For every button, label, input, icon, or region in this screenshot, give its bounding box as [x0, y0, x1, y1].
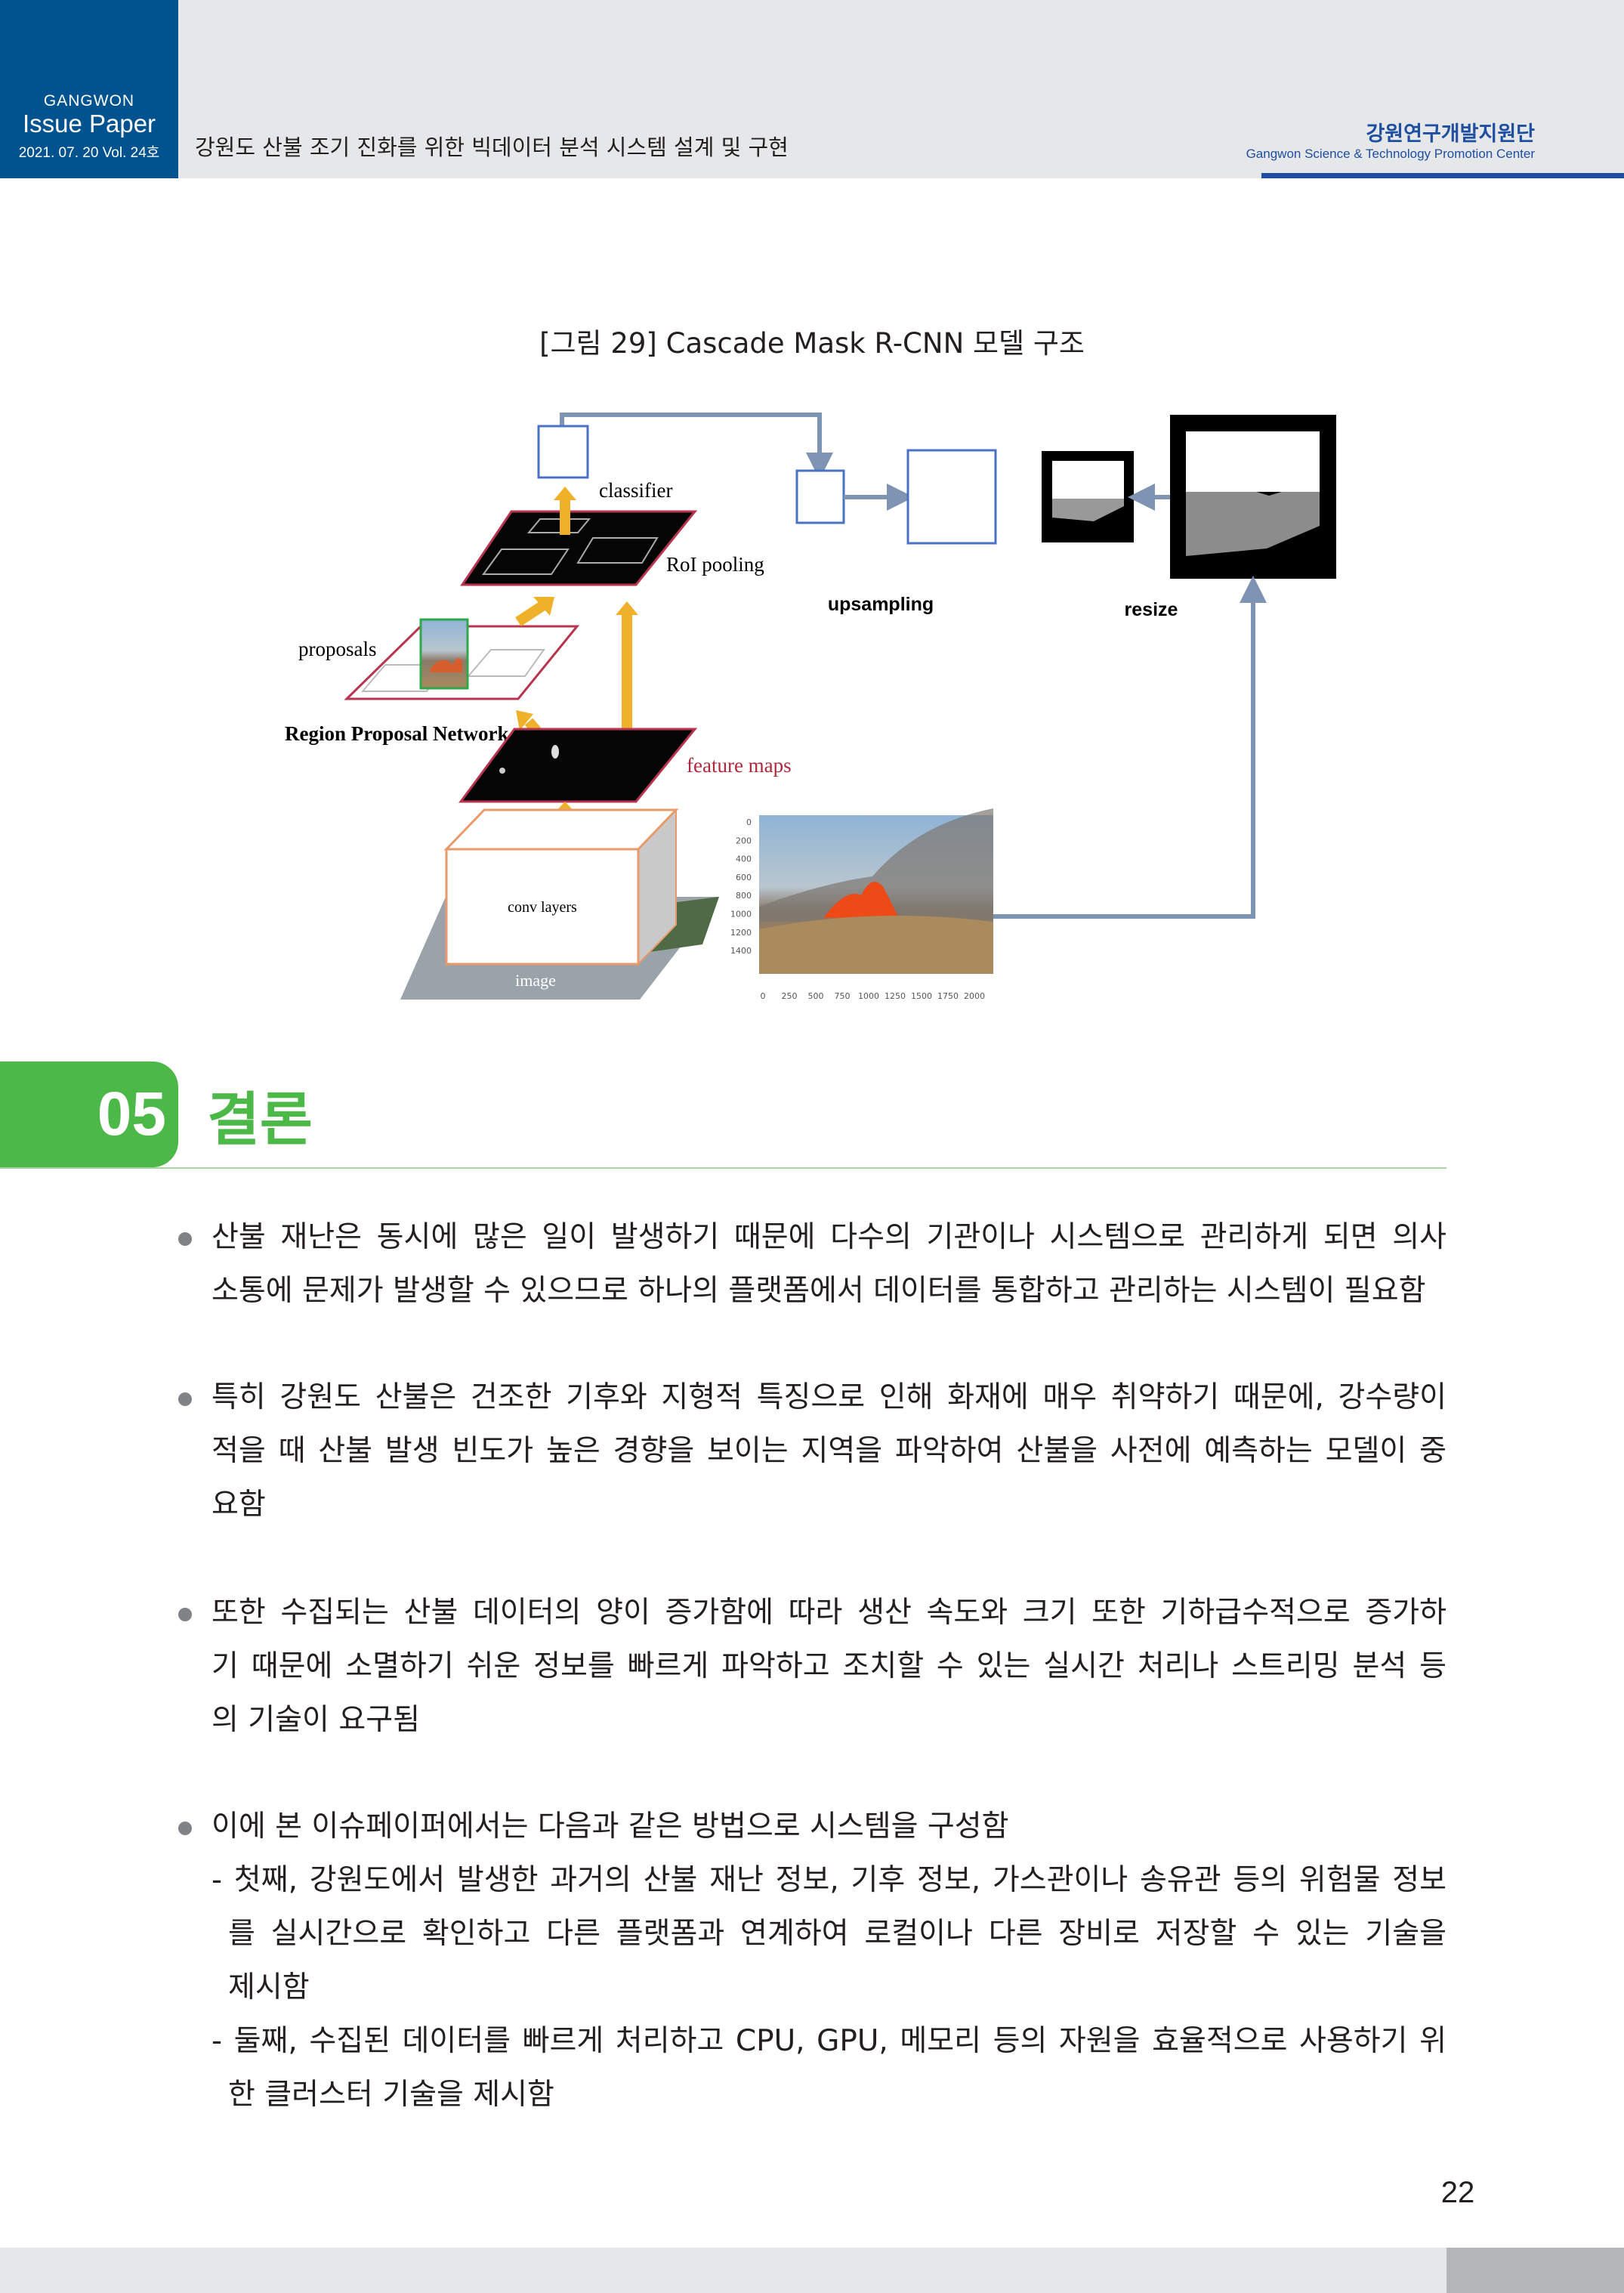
sub-item-text-line: 를 실시간으로 확인하고 다른 플랫폼과 연계하여 로컬이나 다른 장비로 저장…	[228, 1917, 1446, 1951]
bullet-text-line: 의 기술이 요구됨	[211, 1703, 420, 1737]
sub-item-text-line: 한 클러스터 기술을 제시함	[228, 2078, 554, 2112]
bullet-icon	[178, 1392, 192, 1406]
rpn-label: Region Proposal Network	[285, 722, 509, 745]
section-number-tab	[0, 1062, 178, 1167]
mask-small-box	[795, 469, 845, 524]
x-tick-label: 750	[835, 991, 851, 1001]
classifier-box	[537, 425, 589, 479]
photo-y-axis: 0 200 400 600 800 1000 1200 1400	[730, 817, 752, 956]
y-tick-label: 200	[736, 836, 752, 845]
photo-x-axis: 0 250 500 750 1000 1250 1500 1750 2000	[761, 991, 986, 1001]
proposal-thumbnail	[419, 618, 469, 690]
roi-pooling-layer	[460, 510, 698, 586]
section-divider	[0, 1167, 1446, 1169]
brand-date: 2021. 07. 20 Vol. 24호	[18, 145, 160, 161]
bullet-text-line: 소통에 문제가 발생할 수 있으므로 하나의 플랫폼에서 데이터를 통합하고 관…	[211, 1274, 1426, 1308]
organization-name-en: Gangwon Science & Technology Promotion C…	[1246, 147, 1535, 161]
y-tick-label: 1000	[730, 910, 752, 919]
issue-paper-logo: GANGWON Issue Paper 2021. 07. 20 Vol. 24…	[0, 0, 178, 178]
page-number: 22	[1440, 2176, 1475, 2209]
mask-large-box	[906, 449, 997, 545]
bullet-text-line: 특히 강원도 산불은 건조한 기후와 지형적 특징으로 인해 화재에 매우 취약…	[211, 1380, 1446, 1414]
x-tick-label: 250	[782, 991, 798, 1001]
organization-name-ko: 강원연구개발지원단	[1366, 122, 1535, 146]
page-footer	[0, 2248, 1624, 2293]
header-accent-line	[1261, 173, 1624, 178]
bullet-icon	[178, 1608, 192, 1621]
roi-pooling-label: RoI pooling	[666, 553, 764, 576]
x-tick-label: 1750	[937, 991, 959, 1001]
figure-caption: [그림 29] Cascade Mask R-CNN 모델 구조	[539, 327, 1085, 360]
bullet-text-line: 이에 본 이슈페이퍼에서는 다음과 같은 방법으로 시스템을 구성함	[211, 1809, 1009, 1843]
sub-item-text-line: 제시함	[228, 1970, 310, 2004]
conv-layers-label: conv layers	[508, 899, 577, 916]
upsampling-label: upsampling	[828, 594, 934, 615]
bullet-text-line: 또한 수집되는 산불 데이터의 양이 증가함에 따라 생산 속도와 크기 또한 …	[211, 1596, 1446, 1630]
sub-item-text-line: - 첫째, 강원도에서 발생한 과거의 산불 재난 정보, 기후 정보, 가스관…	[211, 1863, 1446, 1897]
feature-maps-layer	[458, 728, 698, 803]
bullet-icon	[178, 1232, 192, 1246]
feature-maps-label: feature maps	[687, 754, 792, 777]
classifier-label: classifier	[599, 479, 672, 502]
section-title: 결론	[207, 1086, 313, 1153]
conv-layers-box	[445, 848, 640, 966]
bullet-icon	[178, 1822, 192, 1835]
x-tick-label: 1500	[911, 991, 932, 1001]
page-header	[0, 0, 1624, 178]
x-tick-label: 500	[808, 991, 824, 1001]
x-tick-label: 1000	[858, 991, 879, 1001]
bullet-text-line: 요함	[211, 1488, 266, 1522]
cascade-mask-rcnn-diagram: upsampling resize classifier RoI pooling…	[285, 413, 1336, 1001]
brand-name: Issue Paper	[22, 110, 156, 138]
sub-item-text-line: - 둘째, 수집된 데이터를 빠르게 처리하고 CPU, GPU, 메모리 등의…	[211, 2024, 1446, 2058]
y-tick-label: 1400	[730, 946, 752, 956]
section-number: 05	[97, 1080, 166, 1148]
proposals-label: proposals	[298, 638, 377, 660]
document-title: 강원도 산불 조기 진화를 위한 빅데이터 분석 시스템 설계 및 구현	[195, 134, 789, 160]
classifier-to-mask-arrow	[560, 413, 833, 480]
bullet-text-line: 기 때문에 소멸하기 쉬운 정보를 빠르게 파악하고 조치할 수 있는 실시간 …	[211, 1649, 1446, 1683]
x-tick-label: 0	[761, 991, 766, 1001]
y-tick-label: 0	[746, 817, 752, 827]
x-tick-label: 1250	[885, 991, 906, 1001]
image-label: image	[515, 971, 556, 990]
resize-label: resize	[1125, 599, 1178, 620]
y-tick-label: 600	[736, 873, 752, 882]
y-tick-label: 1200	[730, 928, 752, 938]
y-tick-label: 800	[736, 891, 752, 901]
brand-top: GANGWON	[43, 92, 135, 110]
image-to-resize-arrow	[993, 576, 1267, 919]
footer-accent	[1446, 2248, 1624, 2293]
x-tick-label: 2000	[964, 991, 985, 1001]
y-tick-label: 400	[736, 854, 752, 864]
bullet-text-line: 산불 재난은 동시에 많은 일이 발생하기 때문에 다수의 기관이나 시스템으로…	[211, 1220, 1446, 1254]
bullet-text-line: 적을 때 산불 발생 빈도가 높은 경향을 보이는 지역을 파악하여 산불을 사…	[211, 1434, 1446, 1468]
